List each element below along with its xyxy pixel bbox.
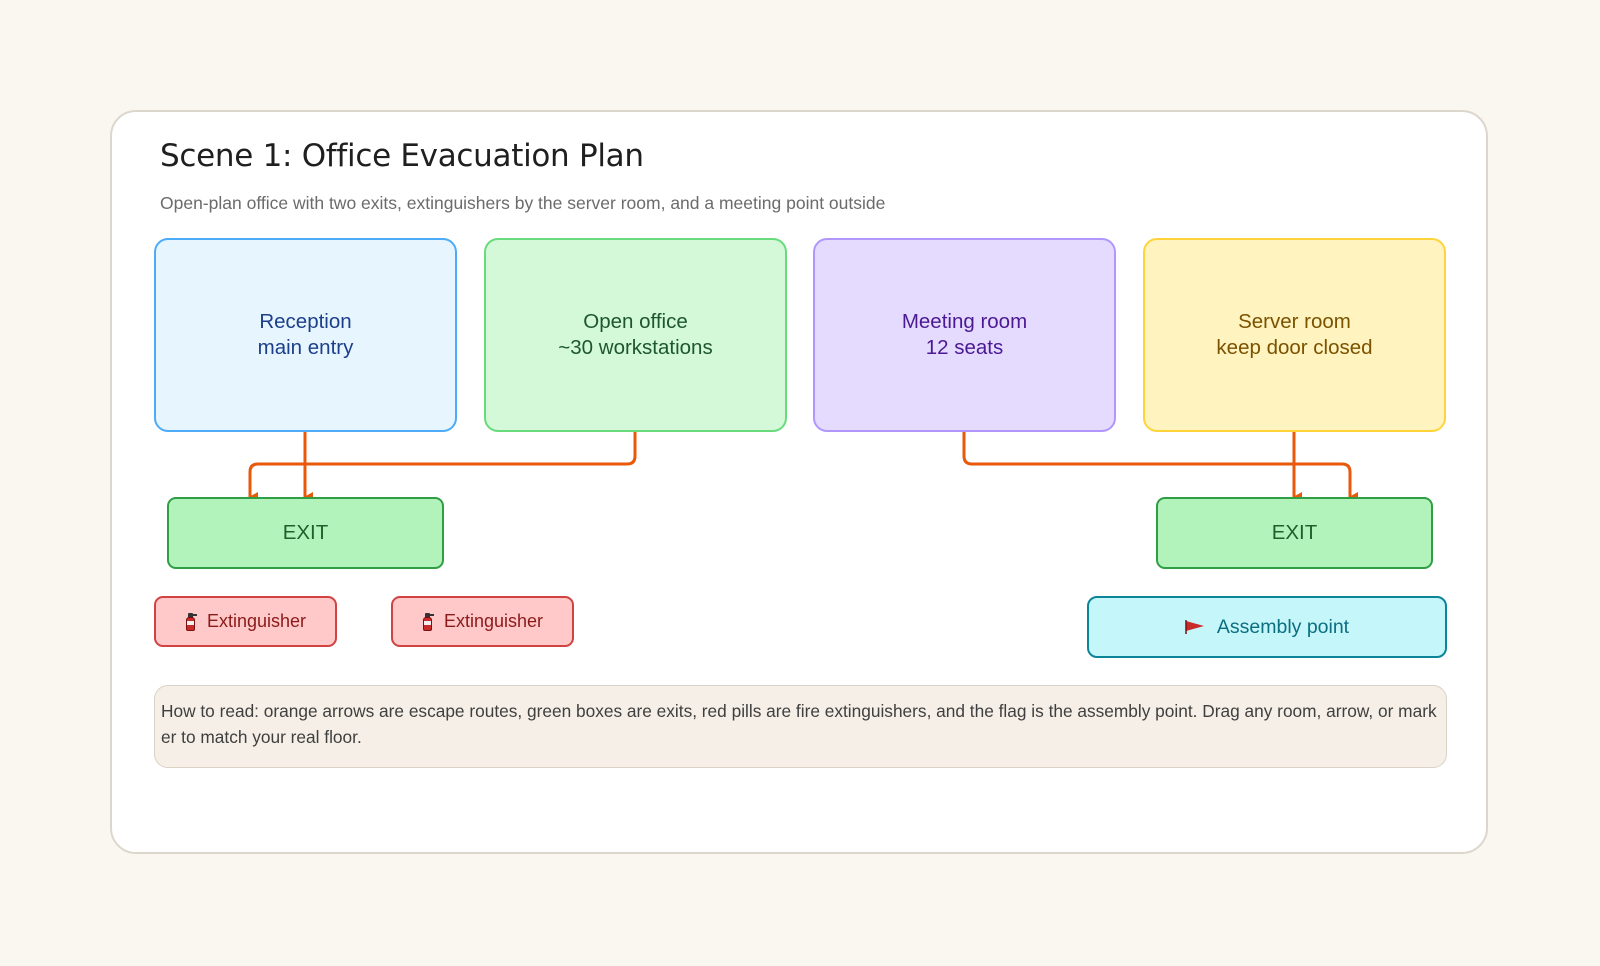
how-to-read-note: How to read: orange arrows are escape ro… (154, 685, 1447, 768)
exit-label: EXIT (1271, 521, 1318, 544)
room-reception[interactable]: Reception main entry (154, 238, 457, 432)
fire-extinguisher-icon (185, 612, 197, 631)
assembly-point-label: Assembly point (1216, 615, 1350, 638)
extinguisher-marker[interactable]: Extinguisher (154, 596, 337, 647)
room-label: Server room keep door closed (1216, 310, 1373, 359)
exit-right[interactable]: EXIT (1156, 497, 1433, 569)
room-label: Meeting room 12 seats (901, 310, 1028, 359)
room-server-room[interactable]: Server room keep door closed (1143, 238, 1446, 432)
route-arrow-meeting-room[interactable] (962, 430, 1358, 502)
exit-label: EXIT (282, 521, 329, 544)
page-subtitle: Open-plan office with two exits, extingu… (160, 193, 886, 213)
page-title: Scene 1: Office Evacuation Plan (160, 138, 644, 174)
room-label: Open office ~30 workstations (558, 310, 713, 359)
assembly-point[interactable]: Assembly point (1087, 596, 1447, 658)
fire-extinguisher-icon (422, 612, 434, 631)
red-flag-icon (1185, 620, 1204, 634)
route-arrow-open-office[interactable] (248, 430, 637, 502)
room-meeting-room[interactable]: Meeting room 12 seats (813, 238, 1116, 432)
extinguisher-marker[interactable]: Extinguisher (391, 596, 574, 647)
extinguisher-label: Extinguisher (443, 611, 544, 631)
room-open-office[interactable]: Open office ~30 workstations (484, 238, 787, 432)
extinguisher-label: Extinguisher (206, 611, 307, 631)
room-label: Reception main entry (257, 310, 354, 359)
exit-left[interactable]: EXIT (167, 497, 444, 569)
